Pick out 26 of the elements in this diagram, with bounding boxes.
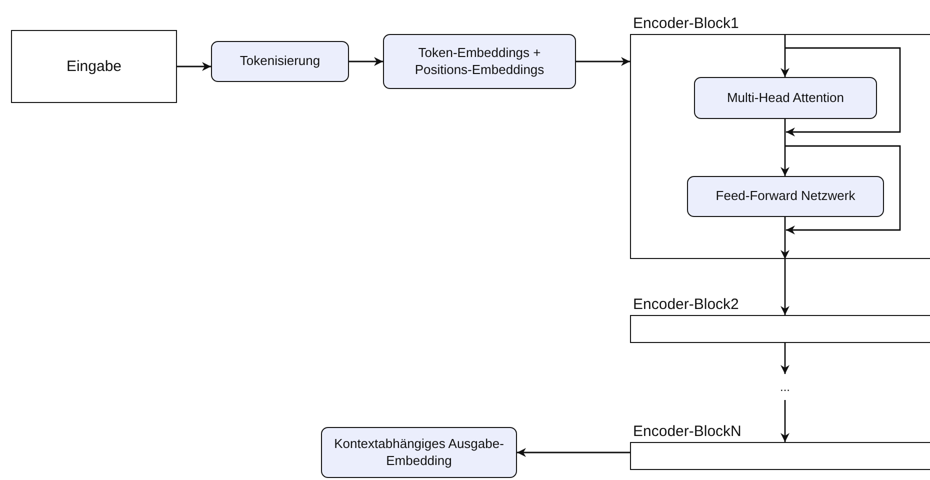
input-box: [11, 30, 177, 103]
arrow: [780, 34, 790, 77]
box-label: Multi-Head Attention: [726, 90, 844, 106]
box-label: Token-Embeddings + Positions-Embeddings: [414, 44, 546, 78]
block-heading: Encoder-Block1: [633, 15, 739, 32]
arrow: [780, 119, 790, 176]
process-box: [383, 34, 576, 89]
arrow: [780, 400, 790, 442]
block-heading: Encoder-Block2: [633, 296, 739, 313]
arrow: [517, 448, 630, 457]
process-box: [211, 41, 349, 82]
ellipsis-text: ...: [772, 380, 798, 394]
input-label: Eingabe: [66, 58, 122, 75]
arrow: [177, 62, 211, 71]
arrow: [780, 217, 790, 259]
block-heading: Encoder-BlockN: [633, 423, 742, 440]
arrow: [349, 57, 383, 66]
box-label: Tokenisierung: [240, 53, 320, 70]
arrow: [780, 343, 790, 374]
box-label: Kontextabhängiges Ausgabe-Embedding: [333, 436, 505, 470]
process-box: [321, 427, 517, 478]
arrow: [780, 259, 790, 315]
arrow: [576, 57, 630, 66]
process-box: [687, 176, 884, 217]
process-box: [694, 77, 877, 119]
box-label: Feed-Forward Netzwerk: [716, 188, 856, 205]
